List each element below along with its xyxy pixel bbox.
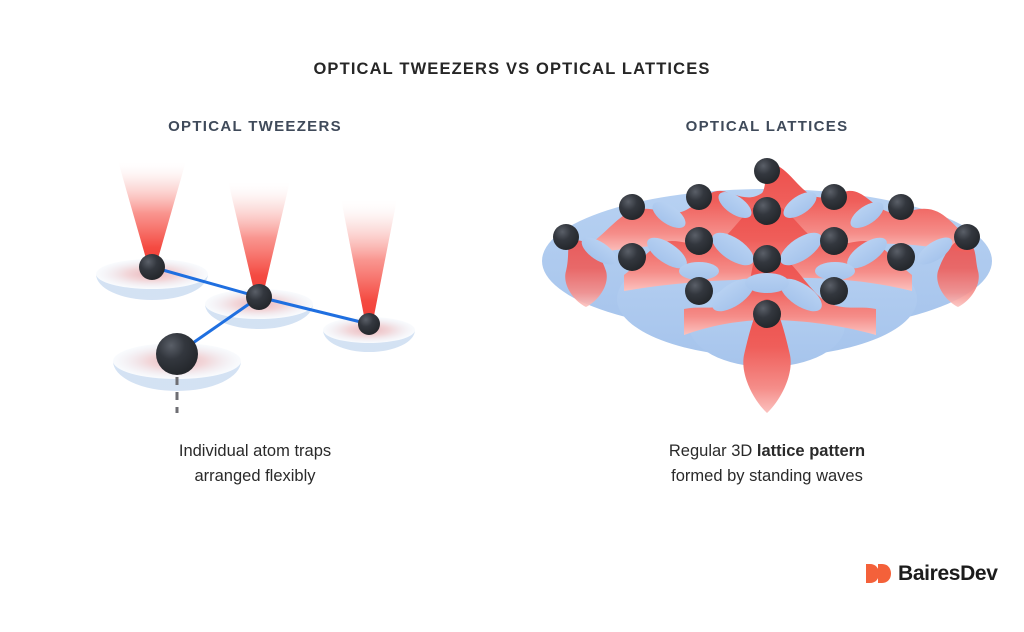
panel-heading-lattices: OPTICAL LATTICES (685, 118, 849, 135)
atom-link (150, 265, 261, 299)
atom-sphere (754, 158, 780, 184)
caption-emphasis: lattice pattern (756, 442, 866, 460)
brand-logo: BairesDev (866, 563, 998, 584)
atom-sphere (820, 227, 848, 255)
page-title: OPTICAL TWEEZERS VS OPTICAL LATTICES (313, 60, 711, 78)
atom-group (139, 254, 380, 375)
atom-sphere (685, 277, 713, 305)
bairesdev-double-petal-icon (866, 564, 891, 583)
laser-beam-cone (118, 161, 186, 269)
atom-sphere (246, 284, 272, 310)
laser-beam-cone (341, 199, 397, 326)
caption-line: arranged flexibly (194, 467, 316, 485)
atom-sphere (888, 194, 914, 220)
atom-sphere (753, 300, 781, 328)
atom-sphere (821, 184, 847, 210)
atom-sphere (553, 224, 579, 250)
atom-sphere (358, 313, 380, 335)
panel-optical-lattices: OPTICAL LATTICES (536, 118, 998, 538)
atom-sphere (619, 194, 645, 220)
atom-sphere (156, 333, 198, 375)
caption-tweezers: Individual atom traps arranged flexibly (24, 439, 486, 489)
laser-beam-cone (228, 181, 290, 299)
atom-sphere (139, 254, 165, 280)
caption-line: Individual atom traps (178, 442, 332, 460)
laser-beam-group (118, 161, 397, 326)
atom-sphere (887, 243, 915, 271)
lattice-well-lens-group (581, 192, 953, 312)
figure-optical-tweezers (24, 149, 486, 439)
atom-sphere (618, 243, 646, 271)
caption-line: formed by standing waves (671, 467, 863, 485)
panel-optical-tweezers: OPTICAL TWEEZERS (24, 118, 486, 538)
atom-link (257, 295, 371, 326)
optical-tweezers-illustration (96, 161, 415, 413)
atom-sphere (753, 245, 781, 273)
atom-sphere (954, 224, 980, 250)
lattice-atom-group (553, 158, 980, 328)
caption-lattices: Regular 3D lattice pattern formed by sta… (536, 439, 998, 489)
panel-heading-tweezers: OPTICAL TWEEZERS (168, 118, 342, 135)
atom-sphere (686, 184, 712, 210)
brand-wordmark: BairesDev (898, 562, 998, 585)
caption-text: Regular 3D (668, 442, 757, 460)
atom-sphere (820, 277, 848, 305)
atom-sphere (685, 227, 713, 255)
atom-sphere (753, 197, 781, 225)
figure-optical-lattice (536, 149, 998, 439)
caption-line: Regular 3D lattice pattern (536, 439, 998, 464)
optical-lattice-illustration (542, 158, 992, 413)
